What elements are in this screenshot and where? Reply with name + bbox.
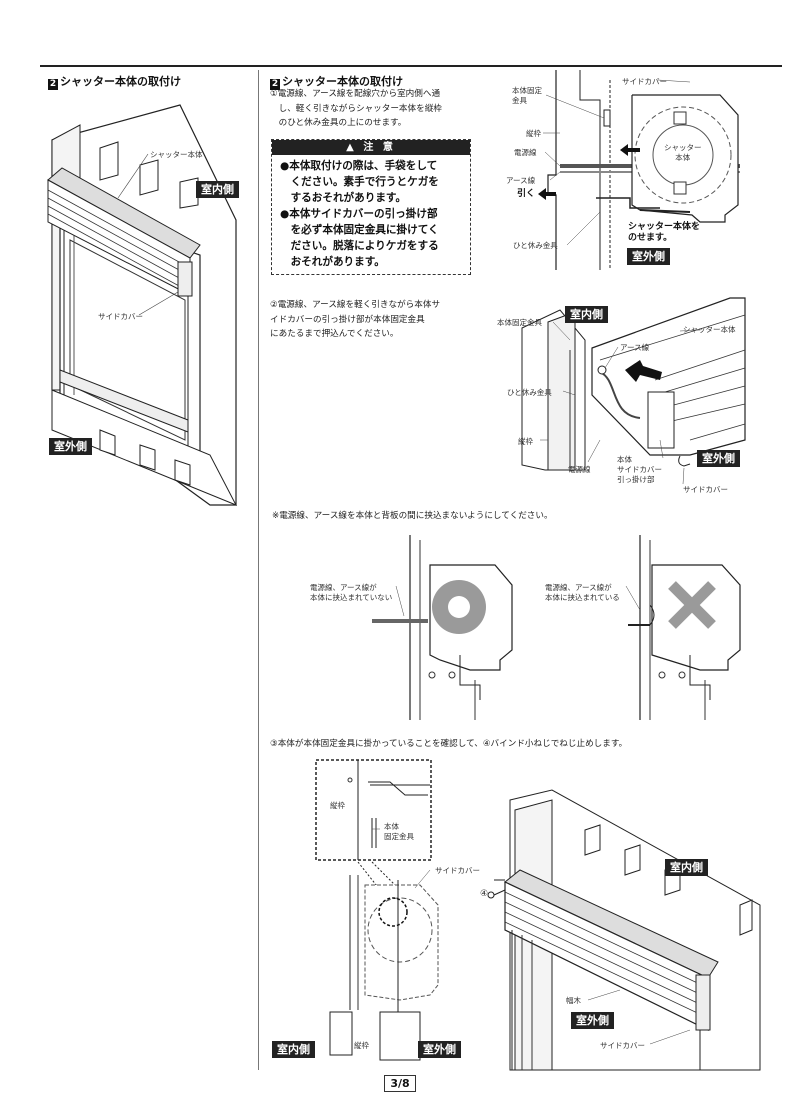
fig3-label-side-cover: サイドカバー [435,866,480,875]
step3-text: ③本体が本体固定金具に掛かっていることを確認して、④バインド小ねじでねじ止めしま… [270,739,628,749]
left-label-side-cover: サイドカバー [98,312,143,321]
caution-text: ●本体取付けの際は、手袋をして ください。素手で行うとケガを するおそれがありま… [280,160,439,268]
fig3-label-vertical-frame: 縦枠 [330,801,345,810]
fig1-label-fixing-bracket: 本体固定 金具 [512,86,542,105]
ng-label: 電源線、アース線が 本体に挟込まれている [545,583,620,602]
fig1-place-note: シャッター本体を のせます。 [628,222,701,243]
step1-text: ①電源線、アース線を配線穴から室内側へ通 し、軽く引きながらシャッター本体を縦枠… [270,89,442,128]
fig2-label-vertical-frame: 縦枠 [518,437,533,446]
fig2-label-power-line: 電源線 [568,465,591,474]
column-divider [258,70,259,1070]
fig4-tag-indoor: 室内側 [665,859,708,876]
fig1-label-earth-line: アース線 [506,176,536,185]
fig2-label-hook: 本体 サイドカバー 引っ掛け部 [617,455,662,484]
fig2-tag-outdoor: 室外側 [697,450,740,467]
fig2-label-earth-line: アース線 [620,343,650,352]
fig3-label-fixing-bracket: 本体 固定金具 [384,822,414,841]
fig4-screw-number: ④ [480,889,489,899]
fig2-label-body: シャッター本体 [683,325,736,334]
step2-text: ②電源線、アース線を軽く引きながら本体サ イドカバーの引っ掛け部が本体固定金具 … [270,300,441,339]
fig2-label-rest-bracket: ひと休み金具 [507,388,552,397]
fig4-tag-outdoor: 室外側 [571,1012,614,1029]
left-tag-indoor: 室内側 [196,181,239,198]
fig3-label-vertical-frame-2: 縦枠 [354,1041,369,1050]
note-text: ※電源線、アース線を本体と背板の間に挟込まないようにしてください。 [272,511,553,521]
fig1-label-power-line: 電源線 [514,148,537,157]
fig1-label-body: シャッター 本体 [664,143,702,162]
fig3-tag-outdoor: 室外側 [418,1041,461,1058]
header-rule [40,65,782,67]
page-number: 3/8 [384,1075,416,1092]
caution-heading: ▲ 注 意 [272,140,470,155]
right-section-number: 2 [270,79,280,90]
fig1-label-rest-bracket: ひと休み金具 [513,241,558,250]
fig4-label-side-cover: サイドカバー [600,1041,645,1050]
fig1-label-pull: 引く [517,189,536,199]
warning-icon: ▲ [346,142,357,153]
fig1-label-side-cover: サイドカバー [622,77,667,86]
left-section-number: 2 [48,79,58,90]
fig2-label-side-cover: サイドカバー [683,485,728,494]
fig2-tag-indoor: 室内側 [565,306,608,323]
fig3-tag-indoor: 室内側 [272,1041,315,1058]
caution-box: ▲ 注 意 ●本体取付けの際は、手袋をして ください。素手で行うとケガを するお… [271,139,471,275]
fig1-tag-outdoor: 室外側 [627,248,670,265]
fig1-label-vertical-frame: 縦枠 [526,129,541,138]
fig4-label-head-frame: 幅木 [566,996,581,1005]
left-tag-outdoor: 室外側 [49,438,92,455]
ok-label: 電源線、アース線が 本体に挟込まれていない [310,583,393,602]
fig2-label-fixing-bracket: 本体固定金具 [497,318,542,327]
left-label-shutter-body: シャッター本体 [150,150,203,159]
